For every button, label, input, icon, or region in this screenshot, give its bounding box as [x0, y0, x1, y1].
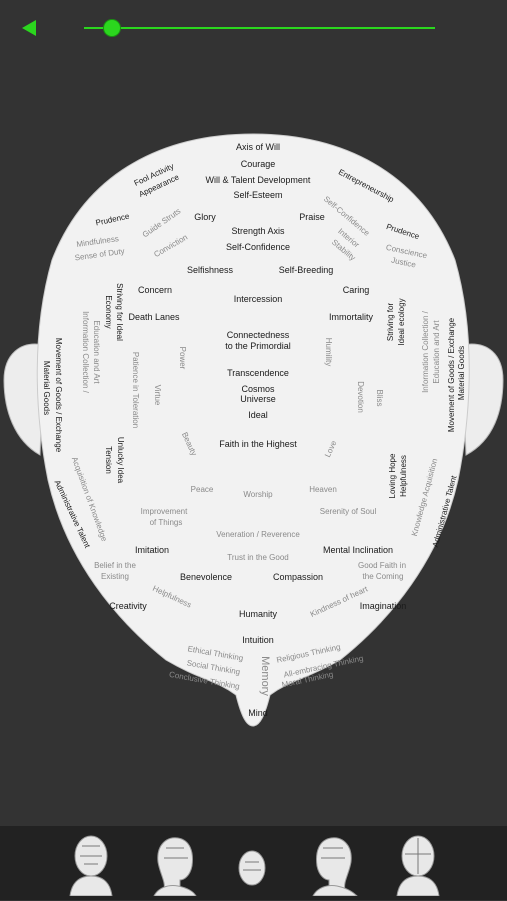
head-label: Worship — [243, 490, 273, 499]
head-label: Devotion — [356, 381, 365, 413]
head-label: of Things — [150, 518, 183, 527]
head-label: Ideal ecology — [397, 298, 406, 345]
head-label: Selfishness — [187, 265, 234, 275]
head-label: Helpfulness — [399, 455, 408, 497]
head-label: Humanity — [239, 609, 278, 619]
head-label: Information Collection / — [81, 311, 90, 394]
head-label: Intercession — [234, 294, 283, 304]
top-head-thumbnail[interactable] — [223, 832, 281, 896]
left-ear — [3, 343, 45, 456]
head-label: Education and Art — [432, 320, 441, 384]
bottom-view-bar — [0, 826, 507, 900]
head-label: Compassion — [273, 572, 323, 582]
head-label: Self-Esteem — [233, 190, 282, 200]
head-label: Bliss — [375, 390, 384, 407]
head-label: the Coming — [363, 572, 404, 581]
head-label: Material Goods — [42, 361, 51, 415]
top-toolbar — [0, 0, 507, 60]
head-label: Strength Axis — [231, 226, 285, 236]
slider-track[interactable] — [84, 27, 435, 29]
head-label: Self-Breeding — [279, 265, 334, 275]
head-label: Caring — [343, 285, 370, 295]
head-label: Creativity — [109, 601, 147, 611]
head-label: Axis of Will — [236, 142, 280, 152]
head-label: Improvement — [141, 507, 188, 516]
head-label: Striving for — [386, 303, 395, 342]
head-label: Movement of Goods / Exchange — [54, 338, 63, 453]
head-label: Glory — [194, 212, 216, 222]
head-label: Courage — [241, 159, 276, 169]
head-label: Loving Hope — [388, 453, 397, 498]
head-label: Patience in Toleration — [131, 352, 140, 428]
head-label: Tension — [104, 446, 113, 474]
slider-thumb[interactable] — [104, 20, 121, 36]
head-label: Peace — [191, 485, 214, 494]
right-ear — [461, 343, 504, 456]
side-head-thumbnail-left[interactable] — [144, 832, 202, 897]
back-head-thumbnail[interactable] — [389, 832, 447, 897]
head-label: Faith in the Highest — [219, 439, 297, 449]
head-label: Veneration / Reverence — [216, 530, 300, 539]
side-head-thumbnail-right[interactable] — [307, 832, 365, 897]
head-label: Education and Art — [92, 320, 101, 384]
head-label: Power — [178, 347, 187, 370]
head-label: Material Goods — [457, 346, 466, 400]
head-label: Movement of Goods / Exchange — [447, 317, 456, 432]
head-label: Death Lanes — [128, 312, 180, 322]
head-label: Universe — [240, 394, 276, 404]
head-label: Transcendence — [227, 368, 289, 378]
head-label: Striving for Ideal — [115, 283, 124, 341]
head-label: Existing — [101, 572, 129, 581]
head-label: Virtue — [153, 385, 162, 406]
head-label: Connectedness — [227, 330, 290, 340]
head-label: Mental Inclination — [323, 545, 393, 555]
head-label: Trust in the Good — [227, 553, 289, 562]
head-label: Cosmos — [241, 384, 275, 394]
head-label: Heaven — [309, 485, 337, 494]
head-label: Self-Confidence — [226, 242, 290, 252]
head-outline — [36, 133, 470, 727]
head-label: Humility — [324, 338, 333, 366]
head-label: Mind — [248, 708, 268, 718]
head-label: Intuition — [242, 635, 274, 645]
head-label: Serenity of Soul — [320, 507, 377, 516]
head-label: Belief in the — [94, 561, 136, 570]
head-label: Praise — [299, 212, 325, 222]
head-label: Ideal — [248, 410, 268, 420]
head-label: Good Faith in — [358, 561, 406, 570]
front-head-thumbnail[interactable] — [62, 832, 120, 897]
head-label: Will & Talent Development — [206, 175, 311, 185]
back-arrow-icon[interactable] — [22, 20, 36, 36]
head-label: Imagination — [360, 601, 407, 611]
head-label: Concern — [138, 285, 172, 295]
head-label: Benevolence — [180, 572, 232, 582]
head-label: Economy — [104, 295, 113, 328]
head-label: Immortality — [329, 312, 374, 322]
head-label: Memory — [259, 656, 271, 696]
head-label: Unlucky Idea — [116, 437, 125, 484]
head-label: to the Primordial — [225, 341, 291, 351]
head-label: Imitation — [135, 545, 169, 555]
head-label: Information Collection / — [421, 310, 430, 393]
